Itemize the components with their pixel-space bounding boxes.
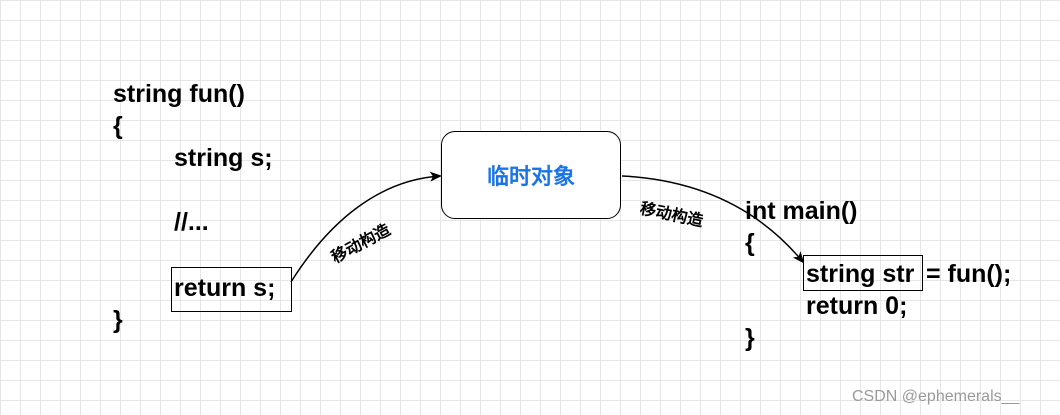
string-str-declaration: string str	[806, 260, 915, 288]
main-open-brace: {	[745, 229, 755, 257]
string-str-box	[803, 255, 923, 291]
fun-close-brace: }	[113, 306, 123, 334]
fun-open-brace: {	[113, 112, 123, 140]
fun-signature: string fun()	[113, 80, 245, 108]
assign-fun-call: = fun();	[919, 260, 1012, 288]
temporary-object-node: 临时对象	[441, 131, 621, 219]
string-s-declaration: string s;	[174, 144, 273, 172]
comment-line: //...	[174, 208, 209, 236]
main-close-brace: }	[745, 324, 755, 352]
return-zero-statement: return 0;	[806, 292, 908, 320]
csdn-watermark: CSDN @ephemerals__	[852, 388, 1020, 405]
temporary-object-label: 临时对象	[486, 165, 575, 190]
main-signature: int main()	[745, 197, 858, 225]
return-s-statement: return s;	[174, 274, 276, 302]
move-arrow-left	[290, 171, 442, 283]
return-s-box	[171, 267, 292, 312]
move-arrow-right	[621, 175, 805, 264]
